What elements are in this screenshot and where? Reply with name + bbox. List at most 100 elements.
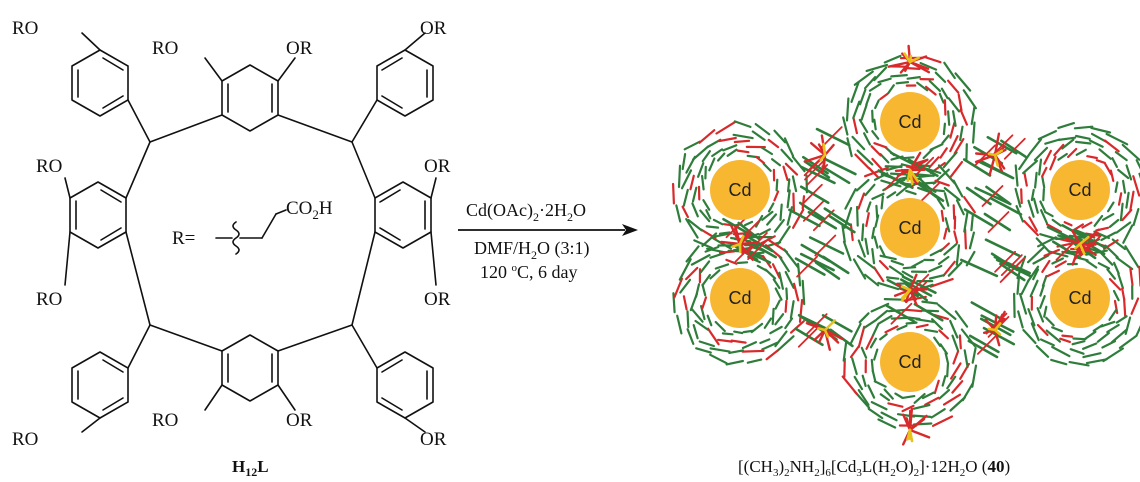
framework-bond <box>905 66 921 71</box>
framework-bond <box>999 262 1026 282</box>
framework-bond <box>714 320 726 333</box>
framework-bond <box>923 55 942 64</box>
framework-bond <box>681 205 690 219</box>
framework-bond <box>865 334 875 350</box>
framework-bond <box>766 213 778 226</box>
framework-bond <box>870 302 890 313</box>
framework-bond <box>953 138 965 155</box>
framework-bond <box>1045 223 1063 233</box>
framework-bond <box>1078 242 1086 255</box>
framework-bond <box>908 56 920 64</box>
framework-bond <box>774 287 783 301</box>
solvent-label: DMF/H2O (3:1) <box>474 238 590 262</box>
framework-bond <box>946 363 950 378</box>
framework-bond <box>767 138 780 149</box>
framework-bond <box>871 369 877 383</box>
framework-bond <box>871 226 876 240</box>
framework-bond <box>890 302 913 325</box>
framework-bond <box>860 103 868 121</box>
framework-bond <box>1074 134 1091 140</box>
framework-bond <box>1104 162 1113 176</box>
framework-bond <box>951 380 964 394</box>
framework-bond <box>871 322 880 337</box>
r-group-definition: R= CO2H <box>172 198 333 255</box>
framework-bond <box>912 414 932 418</box>
phenyl-ring-bottom-right <box>351 324 434 433</box>
framework-bond <box>709 347 731 353</box>
framework-bond <box>1129 190 1135 212</box>
framework-bond <box>850 81 860 104</box>
framework-bond <box>868 82 882 92</box>
cd-pore-label: Cd <box>728 180 751 200</box>
framework-bond <box>1051 257 1065 265</box>
framework-bond <box>784 270 795 289</box>
framework-bond <box>928 79 942 93</box>
framework-bond <box>883 54 902 64</box>
framework-bond <box>690 254 711 266</box>
phenyl-ring-top-left <box>71 32 151 143</box>
framework-bond <box>685 218 699 239</box>
framework-bond <box>803 160 831 179</box>
framework-bond <box>993 153 1000 167</box>
framework-bond <box>959 108 969 126</box>
framework-bond <box>856 149 874 166</box>
framework-bond <box>1027 199 1035 218</box>
framework-bond <box>942 260 956 277</box>
framework-bond <box>780 148 794 163</box>
framework-bond <box>862 132 872 146</box>
framework-bond <box>1042 188 1046 202</box>
framework-bond <box>1075 148 1087 156</box>
framework-bond <box>1082 352 1102 359</box>
framework-bond <box>875 309 889 321</box>
framework-bond <box>773 129 787 144</box>
framework-bond <box>775 178 779 192</box>
framework-bond <box>1096 331 1111 343</box>
framework-bond <box>970 106 976 126</box>
framework-bond <box>915 323 929 329</box>
framework-bond <box>772 278 781 290</box>
framework-bond <box>701 283 707 297</box>
framework-bond <box>949 121 956 139</box>
framework-bond <box>855 205 859 227</box>
framework-bond <box>873 348 879 361</box>
framework-bond <box>1112 261 1120 275</box>
framework-bond <box>857 389 870 406</box>
macrocycle-structure: RO RO OR OR RO OR RO OR RO OR RO OR R= C… <box>12 18 451 479</box>
framework-bond <box>865 63 889 73</box>
framework-bond <box>1112 289 1120 302</box>
framework-bond <box>937 164 956 185</box>
framework-bond <box>1023 171 1028 187</box>
framework-bond <box>872 266 885 283</box>
framework-bond <box>770 158 782 167</box>
framework-bond <box>918 181 941 204</box>
framework-bond <box>889 178 906 187</box>
framework-bond <box>987 327 997 332</box>
framework-bond <box>921 300 939 305</box>
framework-bond <box>861 223 865 242</box>
framework-bond <box>1018 153 1031 171</box>
framework-bond <box>1118 334 1138 349</box>
framework-bond <box>813 328 827 342</box>
framework-bond <box>1066 147 1078 159</box>
framework-bond <box>1106 323 1120 334</box>
framework-bond <box>1081 221 1093 229</box>
framework-bond <box>1106 268 1117 280</box>
ro-label-top-left: RO <box>12 18 38 39</box>
framework-bond <box>798 201 826 221</box>
framework-bond <box>1085 358 1108 365</box>
framework-bond <box>943 227 948 240</box>
framework-bond <box>854 153 870 170</box>
framework-bond <box>962 89 978 110</box>
framework-bond <box>941 375 947 387</box>
framework-bond <box>943 192 950 207</box>
framework-bond <box>863 318 878 329</box>
cd-pore-label: Cd <box>898 112 921 132</box>
framework-bond <box>918 174 937 178</box>
framework-bond <box>919 61 938 71</box>
framework-bond <box>718 136 737 143</box>
framework-bond <box>943 187 961 201</box>
framework-bond <box>798 298 804 323</box>
framework-bond <box>754 122 771 136</box>
framework-bond <box>1061 138 1075 150</box>
framework-bond <box>852 116 859 135</box>
